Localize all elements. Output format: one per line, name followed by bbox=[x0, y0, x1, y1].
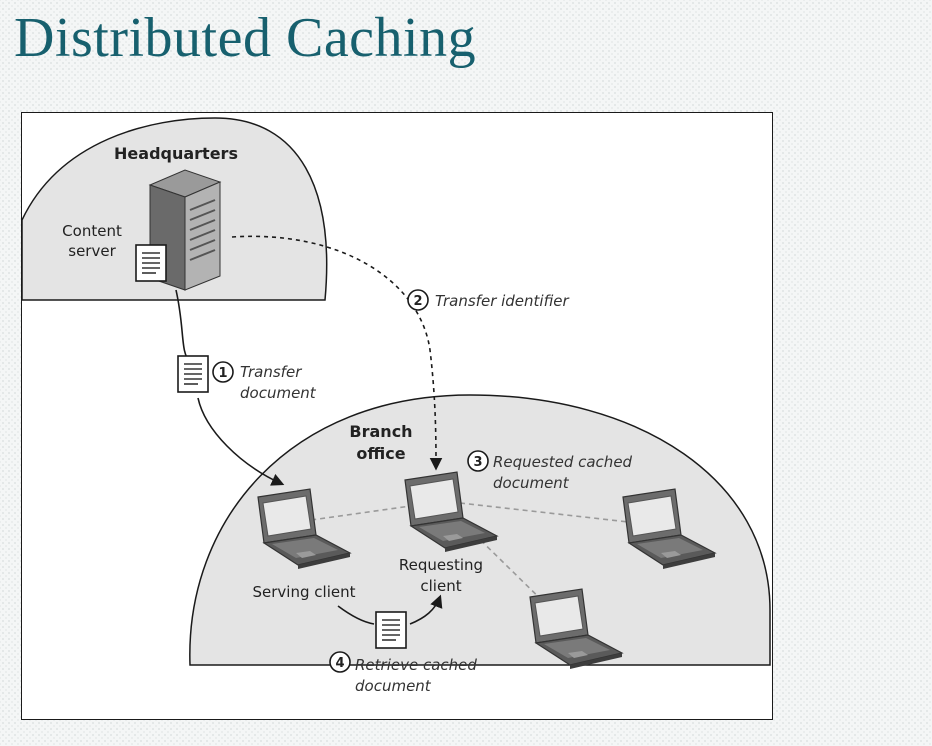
step-1-badge: 1 bbox=[212, 361, 234, 383]
cached-document-icon bbox=[375, 611, 407, 649]
requesting-client-label-line1: Requesting bbox=[399, 556, 483, 574]
transfer-identifier-arrow bbox=[231, 235, 443, 471]
transfer-document-icon bbox=[177, 355, 209, 393]
step-2-label: Transfer identifier bbox=[435, 292, 570, 310]
svg-text:3: 3 bbox=[473, 455, 482, 470]
svg-text:4: 4 bbox=[335, 656, 344, 671]
server-tower-icon bbox=[148, 169, 222, 291]
step-3-label-line1: Requested cached bbox=[493, 453, 633, 471]
step-4-badge: 4 bbox=[329, 651, 351, 673]
headquarters-label: Headquarters bbox=[114, 144, 238, 163]
step-4-label-line2: document bbox=[355, 677, 432, 695]
step-3-badge: 3 bbox=[467, 450, 489, 472]
requesting-client-label-line2: client bbox=[420, 577, 461, 595]
step-4-label-line1: Retrieve cached bbox=[355, 656, 477, 674]
retrieve-cached-document-arrow bbox=[337, 597, 440, 625]
branch-office-label-line1: Branch bbox=[349, 422, 412, 441]
svg-text:1: 1 bbox=[218, 366, 227, 381]
branch-office-label-line2: office bbox=[356, 444, 405, 463]
step-1-label-line2: document bbox=[240, 384, 317, 402]
content-server-label-line1: Content bbox=[62, 222, 122, 240]
step-1-label-line1: Transfer bbox=[240, 363, 302, 381]
slide-title: Distributed Caching bbox=[14, 7, 477, 69]
step-3-label-line2: document bbox=[493, 474, 570, 492]
svg-text:2: 2 bbox=[413, 294, 422, 309]
serving-client-label: Serving client bbox=[253, 583, 356, 601]
content-server-label-line2: server bbox=[68, 242, 116, 260]
step-2-badge: 2 bbox=[407, 289, 429, 311]
server-document-icon bbox=[135, 244, 167, 282]
